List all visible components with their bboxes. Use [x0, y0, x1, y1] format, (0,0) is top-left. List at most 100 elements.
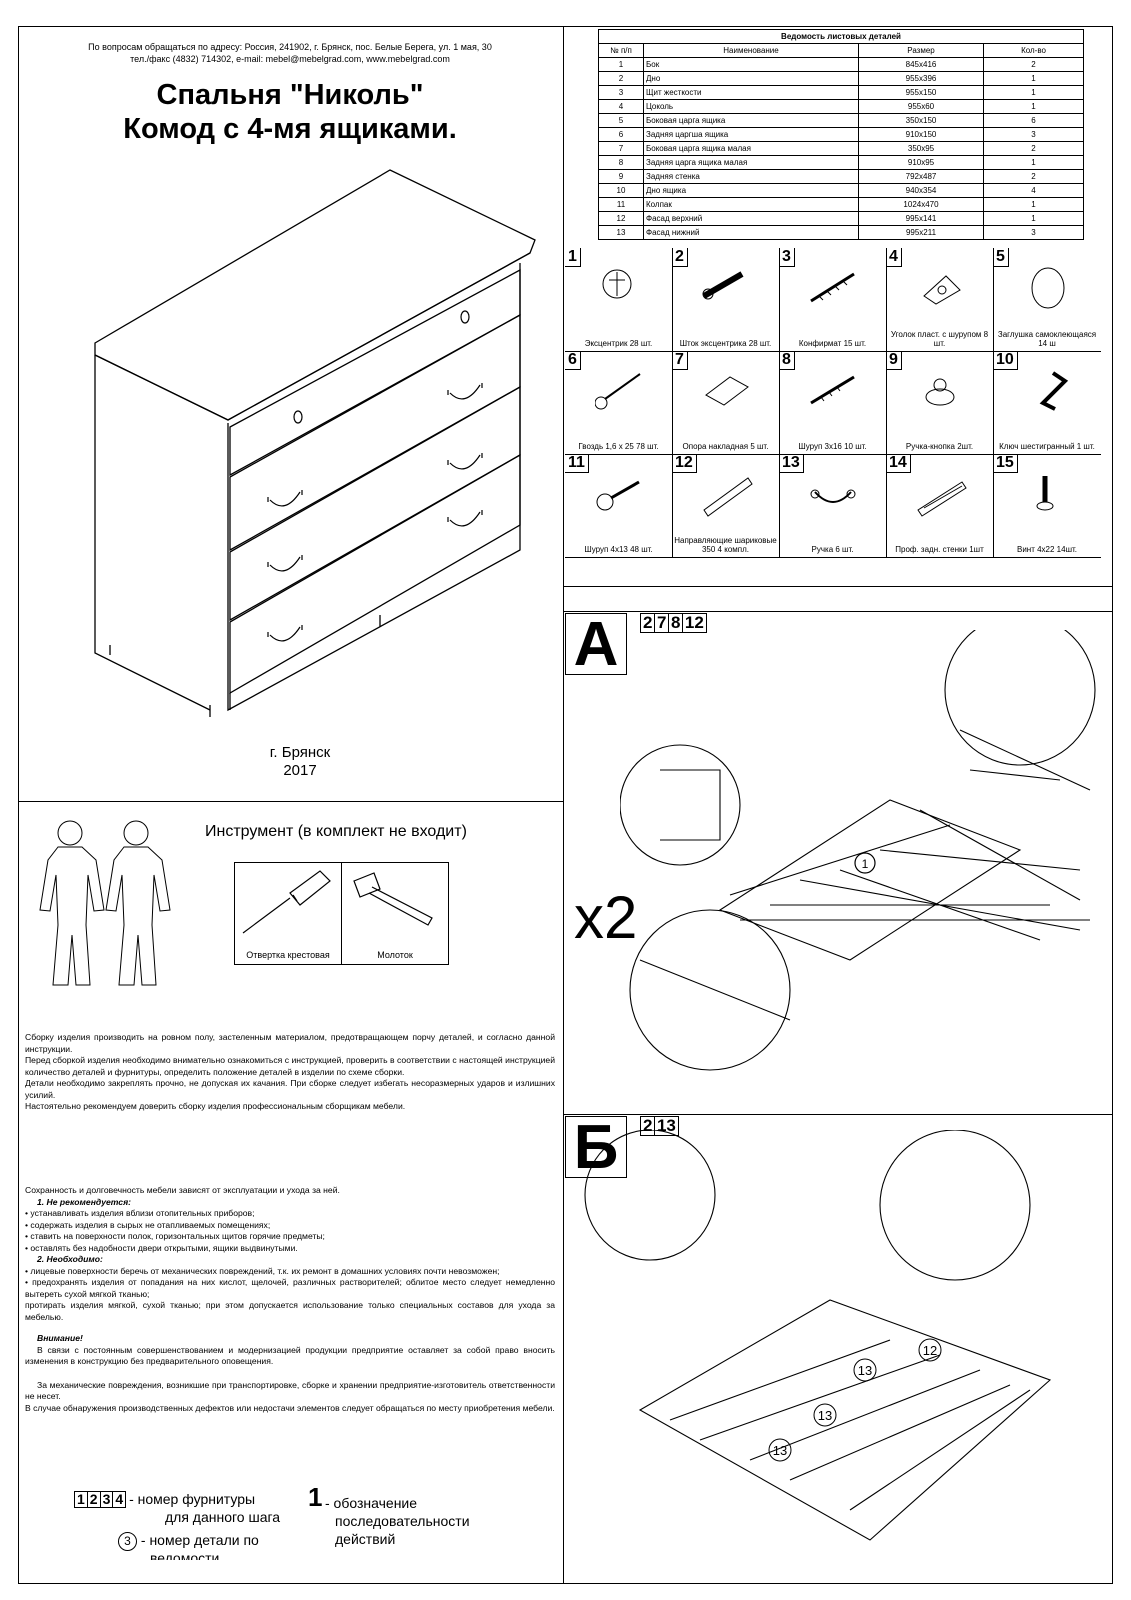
- hardware-label: Опора накладная 5 шт.: [682, 442, 769, 451]
- knob-icon: [925, 378, 955, 406]
- row-number: 5: [598, 113, 644, 128]
- left-divider: [18, 801, 564, 802]
- step-a-detail-circle: [854, 852, 876, 874]
- eccentric-rod-icon: [702, 271, 744, 300]
- row-number: 11: [598, 197, 644, 212]
- row-name: Колпак: [643, 197, 859, 212]
- step-b-detail-13a: 13: [858, 1363, 872, 1378]
- year: 2017: [283, 762, 317, 779]
- right-divider-c: [563, 1114, 1113, 1115]
- hardware-number: 13: [779, 454, 804, 473]
- step-b-letter: Б: [573, 1113, 619, 1182]
- parts-table: Ведомость листовых деталей № п/п Наимено…: [598, 29, 1084, 240]
- row-size: 955х150: [858, 85, 984, 100]
- row-size: 1024х470: [858, 197, 984, 212]
- hardware-label: Шуруп 4х13 48 шт.: [584, 545, 653, 554]
- bolt-icon: [1036, 476, 1054, 511]
- row-number: 2: [598, 71, 644, 86]
- row-number: 9: [598, 169, 644, 184]
- instruction-3: Детали необходимо закреплять прочно, не …: [25, 1078, 555, 1100]
- row-size: 940х354: [858, 183, 984, 198]
- tools-title: Инструмент (в комплект не входит): [205, 823, 467, 840]
- row-name: Задняя царгша ящика: [643, 127, 859, 142]
- hardware-label: Гвоздь 1,6 х 25 78 шт.: [578, 442, 659, 451]
- row-qty: 1: [983, 85, 1084, 100]
- row-name: Фасад верхний: [643, 211, 859, 226]
- row-name: Задняя царга ящика малая: [643, 155, 859, 170]
- row-qty: 1: [983, 155, 1084, 170]
- contact-info: По вопросам обращаться по адресу: Россия…: [20, 41, 560, 65]
- legend-boxes-text-1: - номер фурнитуры: [129, 1491, 256, 1507]
- required-2: • предохранять изделия от попадания на н…: [25, 1277, 555, 1299]
- defects-text: В случае обнаружения производственных де…: [25, 1402, 555, 1413]
- hardware-number: 9: [886, 351, 902, 370]
- hardware-label: Ключ шестигранный 1 шт.: [999, 442, 1095, 451]
- step-b-detail-12: 12: [923, 1343, 937, 1358]
- legend-detail-text-1: - номер детали по: [140, 1532, 259, 1548]
- row-name: Задняя стенка: [643, 169, 859, 184]
- drawer-slide-icon: [703, 477, 753, 517]
- step-a-multiplier: x2: [574, 884, 638, 951]
- row-size: 910х150: [858, 127, 984, 142]
- handle-icon: [810, 489, 856, 503]
- legend-circle-number: 3: [118, 1532, 137, 1551]
- legend-big-number: 1: [308, 1482, 323, 1512]
- col-qty: Кол-во: [983, 43, 1084, 58]
- not-recommended-3: • ставить на поверхности полок, горизонт…: [25, 1231, 325, 1241]
- hardware-label: Шуруп 3х16 10 шт.: [798, 442, 867, 451]
- hardware-label: Шток эксцентрика 28 шт.: [679, 339, 772, 348]
- hardware-label: Ручка 6 шт.: [811, 545, 854, 554]
- right-divider-b: [563, 611, 1113, 612]
- col-name: Наименование: [643, 43, 859, 58]
- legend-detail: 3 - номер детали по: [118, 1531, 259, 1551]
- hardware-label: Направляющие шариковые 350 4 компл.: [674, 536, 777, 554]
- hardware-label: Конфирмат 15 шт.: [798, 339, 867, 348]
- hardware-number: 2: [672, 248, 688, 267]
- hardware-number: 3: [779, 248, 795, 267]
- required-1: • лицевые поверхности беречь от механиче…: [25, 1265, 500, 1276]
- row-qty: 2: [983, 57, 1084, 72]
- instruction-2: Перед сборкой изделия необходимо внимате…: [25, 1055, 555, 1077]
- row-number: 8: [598, 155, 644, 170]
- legend-detail-text-2: ведомости: [150, 1550, 220, 1560]
- legend-sequence-3: действий: [335, 1531, 396, 1547]
- attention-text: В связи с постоянным совершенствованием …: [25, 1344, 555, 1367]
- hammer-icon: [353, 872, 433, 926]
- row-number: 3: [598, 85, 644, 100]
- legend-sequence-2: последовательности: [335, 1513, 470, 1529]
- row-name: Боковая царга ящика: [643, 113, 859, 128]
- row-name: Дно ящика: [643, 183, 859, 198]
- row-size: 955х60: [858, 99, 984, 114]
- legend-box-3: 3: [99, 1491, 114, 1508]
- hardware-number: 6: [565, 351, 581, 370]
- row-number: 4: [598, 99, 644, 114]
- screwdriver-box: Отвертка крестовая: [234, 862, 342, 965]
- legend-sequence: - обозначение последовательности действи…: [325, 1494, 470, 1548]
- screw-icon: [810, 375, 855, 405]
- row-number: 7: [598, 141, 644, 156]
- hammer-label: Молоток: [377, 950, 413, 960]
- row-size: 350х150: [858, 113, 984, 128]
- instruction-4: Настоятельно рекомендуем доверить сборку…: [25, 1101, 406, 1111]
- step-b-part-2: 13: [653, 1116, 679, 1136]
- not-recommended-title: 1. Не рекомендуется:: [37, 1196, 131, 1207]
- title-line-2: Комод с 4-мя ящиками.: [123, 113, 457, 145]
- row-number: 12: [598, 211, 644, 226]
- step-b-detail-13b: 13: [818, 1408, 832, 1423]
- row-size: 995х141: [858, 211, 984, 226]
- hardware-number: 10: [993, 351, 1018, 370]
- title-line-1: Спальня "Николь": [156, 79, 424, 111]
- step-a-part-4: 12: [681, 613, 707, 633]
